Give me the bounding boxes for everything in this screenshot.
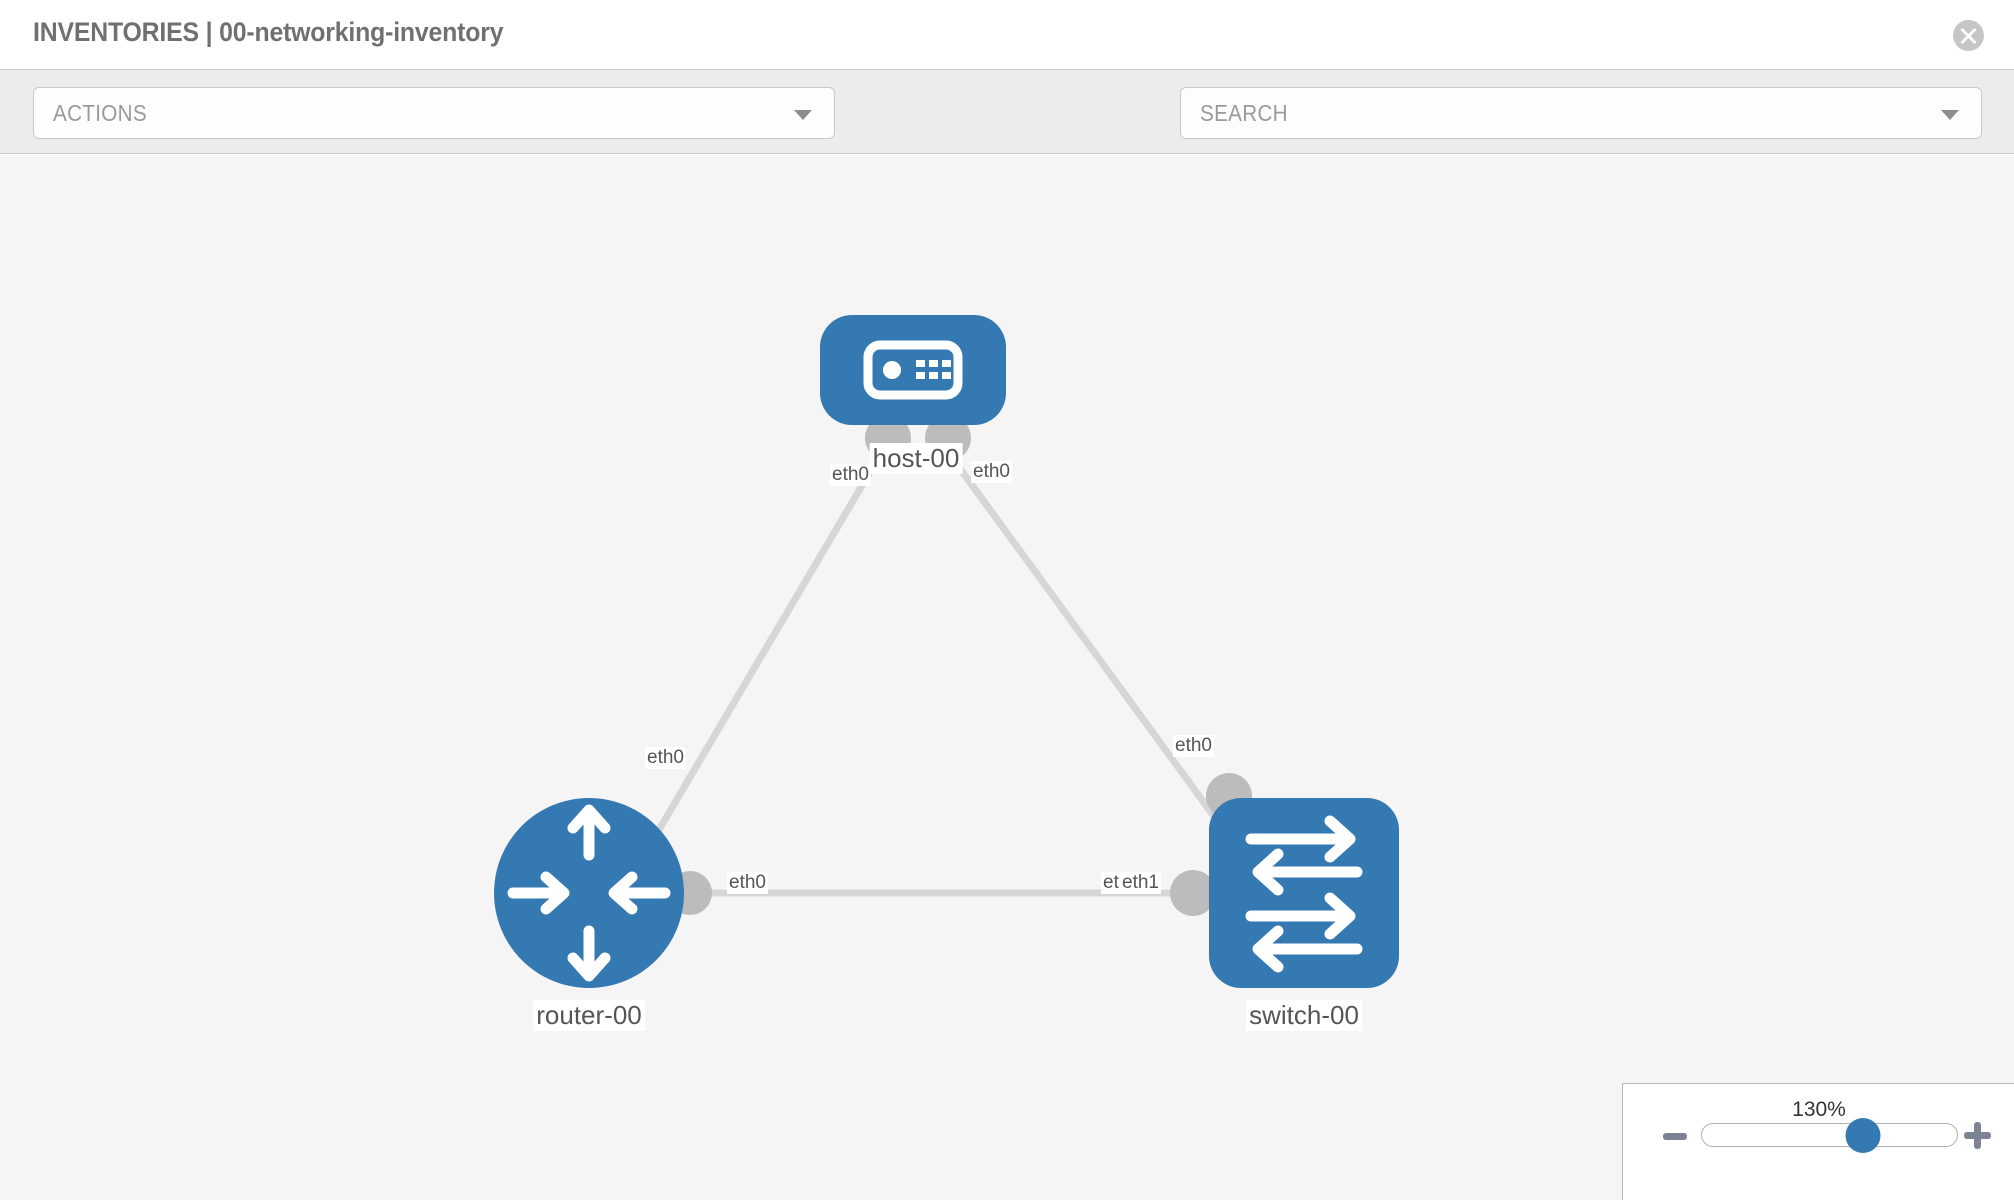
zoom-slider[interactable]	[1701, 1118, 1958, 1153]
link-host00-router00	[646, 453, 884, 847]
iface-label: eth0	[645, 747, 686, 769]
topology-links	[646, 452, 1238, 897]
chevron-down-icon[interactable]	[1941, 110, 1959, 120]
iface-label: eth0	[830, 464, 871, 486]
close-icon[interactable]	[1953, 20, 1984, 51]
node-router-00	[494, 798, 684, 988]
node-label-switch-00[interactable]: switch-00	[1246, 1000, 1362, 1031]
link-host00-switch00	[947, 452, 1238, 848]
iface-label: eth0	[727, 872, 768, 894]
actions-dropdown[interactable]: ACTIONS	[33, 87, 835, 139]
server-icon	[863, 340, 963, 400]
search-input[interactable]: SEARCH	[1180, 87, 1982, 139]
iface-label: eth0	[971, 461, 1012, 483]
iface-label: eth1	[1120, 872, 1161, 894]
switch-arrows-icon	[1245, 815, 1363, 973]
iface-label: eth0	[1173, 735, 1214, 757]
router-arrows-icon	[507, 804, 671, 982]
search-placeholder: SEARCH	[1200, 100, 1288, 126]
plus-icon[interactable]	[1964, 1122, 1991, 1149]
page-title: INVENTORIES | 00-networking-inventory	[33, 17, 504, 47]
node-label-router-00[interactable]: router-00	[533, 1000, 645, 1031]
node-host-00	[820, 315, 1006, 425]
node-label-host-00[interactable]: host-00	[869, 443, 963, 474]
page-header: INVENTORIES | 00-networking-inventory	[0, 0, 2014, 69]
topology-toolbar: ACTIONS SEARCH	[0, 69, 2014, 196]
zoom-control-panel: 130%	[1622, 1083, 2014, 1200]
topology-canvas[interactable]: eth0 eth0 eth0 eth0 eth0 eth0 eth1 host-…	[0, 155, 2014, 1200]
zoom-percent-label: 130%	[1792, 1098, 1846, 1121]
minus-icon[interactable]	[1663, 1133, 1687, 1140]
topology-graph	[494, 315, 1399, 988]
zoom-slider-handle[interactable]	[1845, 1118, 1881, 1153]
actions-dropdown-label: ACTIONS	[53, 100, 147, 126]
chevron-down-icon	[794, 110, 812, 120]
node-switch-00	[1209, 798, 1399, 988]
port-switch00-west	[1170, 870, 1216, 916]
topology-ports	[668, 415, 1252, 916]
